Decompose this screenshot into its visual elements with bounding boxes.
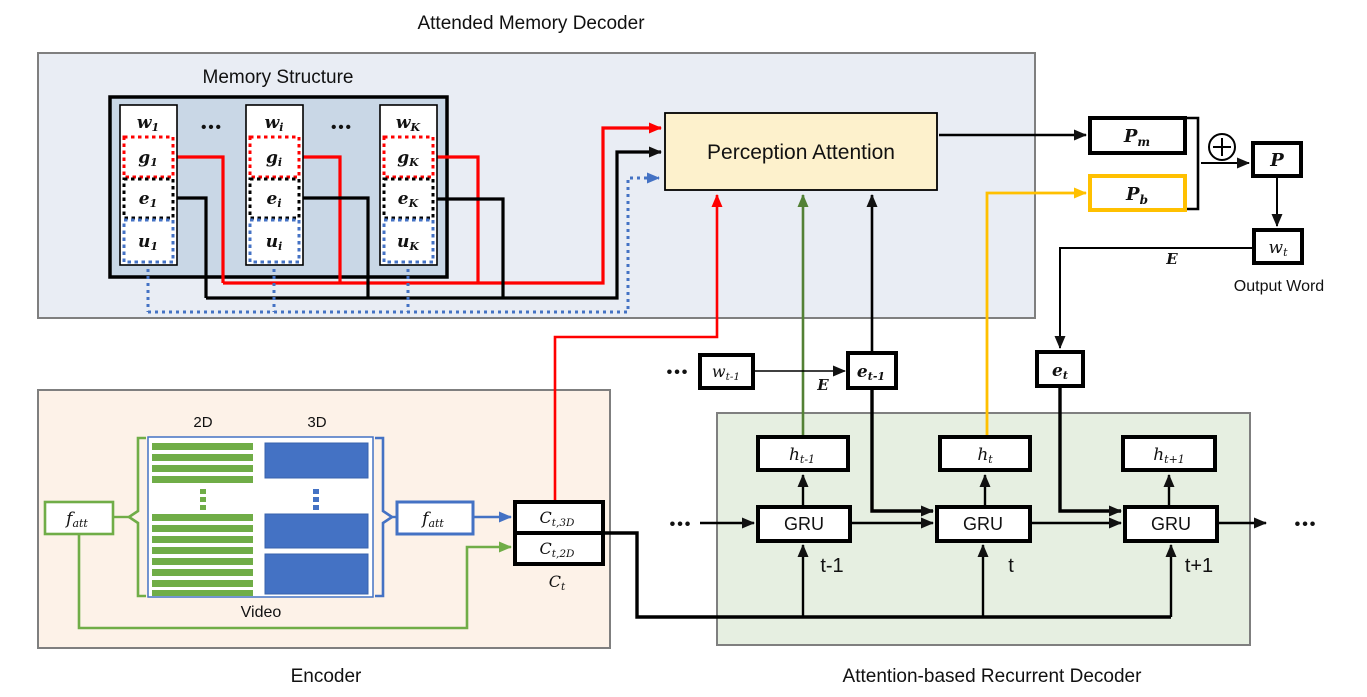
video-label: Video bbox=[241, 604, 282, 621]
recurrent-decoder-label: Attention-based Recurrent Decoder bbox=[843, 666, 1143, 687]
plus-circle-icon bbox=[1208, 133, 1236, 161]
h-t-box bbox=[938, 435, 1032, 472]
h-prev-box bbox=[756, 435, 850, 472]
embedding-label-right: E bbox=[1165, 250, 1178, 268]
line-ct-to-decoder bbox=[603, 531, 1171, 619]
eprev-box bbox=[846, 351, 898, 390]
time-label-prev: t-1 bbox=[820, 555, 843, 577]
arrow-ct3d-to-attention bbox=[553, 194, 723, 502]
time-label-t: t bbox=[1008, 555, 1014, 577]
3d-feature-blocks bbox=[264, 442, 369, 595]
svg-text:wt-1: wt-1 bbox=[712, 362, 740, 383]
svg-text:et-1: et-1 bbox=[857, 362, 885, 383]
arrow-eprev-to-gru2 bbox=[870, 390, 934, 517]
svg-text:ht+1: ht+1 bbox=[1153, 445, 1185, 466]
svg-text:fatt: fatt bbox=[64, 509, 88, 530]
svg-text:eK: eK bbox=[398, 189, 419, 210]
memory-structure-label: Memory Structure bbox=[203, 67, 354, 88]
output-word-label: Output Word bbox=[1234, 278, 1324, 295]
memory-g-lines-red bbox=[173, 122, 662, 285]
h-next-box bbox=[1121, 435, 1217, 472]
bracket-pm-pb bbox=[1186, 116, 1200, 211]
svg-text:wK: wK bbox=[396, 113, 421, 134]
arrow-fatt2d-to-ct2d bbox=[77, 534, 512, 630]
3d-label: 3D bbox=[307, 414, 326, 431]
fatt-3d-box bbox=[395, 500, 475, 536]
svg-text:wi: wi bbox=[265, 113, 284, 134]
fatt-2d-box bbox=[43, 500, 115, 536]
svg-text:ei: ei bbox=[266, 189, 281, 210]
ct3d-box bbox=[513, 500, 605, 535]
p-label: P bbox=[1269, 150, 1284, 171]
decoder-ellipsis-left: ••• bbox=[670, 516, 693, 533]
svg-text:u1: u1 bbox=[138, 232, 158, 253]
svg-text:Ct,2D: Ct,2D bbox=[540, 539, 575, 560]
memory-e-lines-black bbox=[173, 146, 662, 300]
svg-text:Ct: Ct bbox=[549, 572, 566, 593]
time-label-next: t+1 bbox=[1185, 555, 1213, 577]
gru1-label: GRU bbox=[784, 514, 824, 534]
svg-text:Pm: Pm bbox=[1123, 126, 1150, 149]
brace-2d-features bbox=[126, 436, 146, 598]
embedding-label-left: E bbox=[816, 376, 829, 394]
svg-text:ht-1: ht-1 bbox=[789, 445, 815, 466]
p-box bbox=[1251, 141, 1303, 178]
2d-label: 2D bbox=[193, 414, 212, 431]
svg-text:gi: gi bbox=[266, 148, 282, 169]
encoder-label: Encoder bbox=[291, 666, 362, 687]
perception-attention-label: Perception Attention bbox=[707, 141, 895, 164]
svg-text:Pb: Pb bbox=[1125, 184, 1148, 207]
memory-u-lines-blue-dotted bbox=[146, 172, 660, 314]
svg-text:ht: ht bbox=[977, 445, 993, 466]
figure-title: Attended Memory Decoder bbox=[417, 13, 645, 34]
wt-box bbox=[1252, 228, 1304, 265]
ct2d-box bbox=[513, 531, 605, 566]
wprev-box bbox=[698, 353, 755, 390]
arrow-wt-to-et bbox=[1054, 247, 1254, 349]
2d-feature-bars bbox=[152, 443, 253, 596]
svg-text:ui: ui bbox=[266, 232, 283, 253]
gru3-label: GRU bbox=[1151, 514, 1191, 534]
svg-text:Ct,3D: Ct,3D bbox=[540, 508, 575, 529]
svg-text:gK: gK bbox=[397, 148, 419, 169]
memory-cell-1: w1 g1 e1 u1 bbox=[119, 104, 178, 266]
svg-text:g1: g1 bbox=[138, 148, 158, 169]
gru2-label: GRU bbox=[963, 514, 1003, 534]
svg-text:fatt: fatt bbox=[420, 509, 444, 530]
et-box bbox=[1035, 350, 1085, 388]
memory-cell-K: wK gK eK uK bbox=[379, 104, 438, 266]
pb-box bbox=[1088, 174, 1187, 212]
svg-text:uK: uK bbox=[397, 232, 419, 253]
gru3-box bbox=[1123, 505, 1219, 543]
pm-box bbox=[1088, 116, 1187, 155]
memory-ellipsis-1: ••• bbox=[201, 119, 223, 136]
svg-text:wt: wt bbox=[1269, 238, 1289, 259]
perception-attention-box bbox=[664, 112, 938, 191]
decoder-ellipsis-right: ••• bbox=[1295, 516, 1318, 533]
memory-cell-i: wi gi ei ui bbox=[245, 104, 304, 266]
svg-text:w1: w1 bbox=[137, 113, 159, 134]
gru2-box bbox=[935, 505, 1032, 543]
svg-text:e1: e1 bbox=[139, 189, 157, 210]
arrow-ht-to-pb bbox=[985, 187, 1087, 437]
gru1-box bbox=[756, 505, 852, 543]
arrow-et-to-gru3 bbox=[1058, 388, 1122, 517]
sequence-ellipsis-left: ••• bbox=[667, 364, 690, 381]
svg-text:et: et bbox=[1052, 361, 1068, 382]
memory-ellipsis-2: ••• bbox=[331, 119, 353, 136]
